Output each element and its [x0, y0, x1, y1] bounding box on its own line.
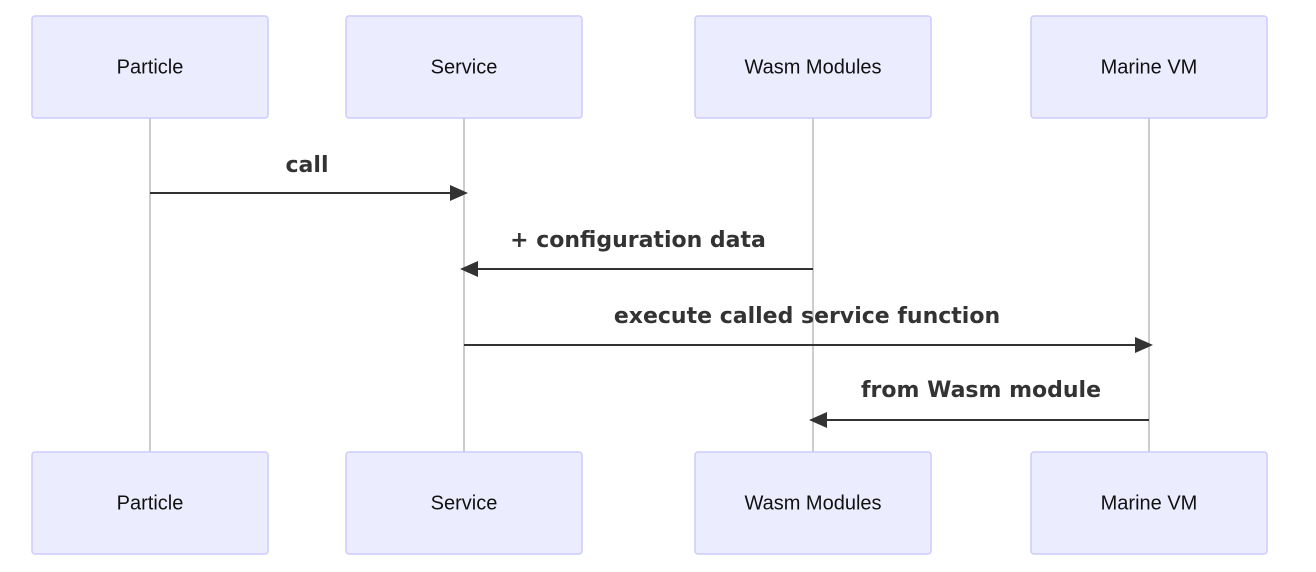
actor-particle-top: Particle: [31, 15, 269, 119]
actor-label: Service: [431, 56, 498, 78]
actor-marine-vm-bottom: Marine VM: [1030, 451, 1268, 555]
message-label: + configuration data: [510, 228, 766, 253]
actor-wasm-modules-top: Wasm Modules: [694, 15, 932, 119]
actor-marine-vm-top: Marine VM: [1030, 15, 1268, 119]
actor-label: Wasm Modules: [744, 56, 881, 78]
actor-label: Marine VM: [1101, 492, 1198, 514]
message-label: from Wasm module: [861, 378, 1101, 403]
actor-service-top: Service: [345, 15, 583, 119]
actor-label: Service: [431, 492, 498, 514]
message-label: execute called service function: [614, 304, 1000, 329]
actor-label: Particle: [117, 56, 184, 78]
message-configuration-data: + configuration data: [460, 228, 813, 277]
arrowhead-icon: [809, 412, 827, 428]
actor-label: Wasm Modules: [744, 492, 881, 514]
message-from-wasm-module: from Wasm module: [809, 378, 1149, 428]
actor-particle-bottom: Particle: [31, 451, 269, 555]
arrowhead-icon: [1135, 337, 1153, 353]
actor-wasm-modules-bottom: Wasm Modules: [694, 451, 932, 555]
actor-label: Marine VM: [1101, 56, 1198, 78]
message-label: call: [286, 153, 329, 178]
message-call: call: [150, 153, 468, 201]
arrowhead-icon: [460, 261, 478, 277]
arrowhead-icon: [450, 185, 468, 201]
actor-label: Particle: [117, 492, 184, 514]
message-execute-service-function: execute called service function: [464, 304, 1153, 353]
actor-service-bottom: Service: [345, 451, 583, 555]
